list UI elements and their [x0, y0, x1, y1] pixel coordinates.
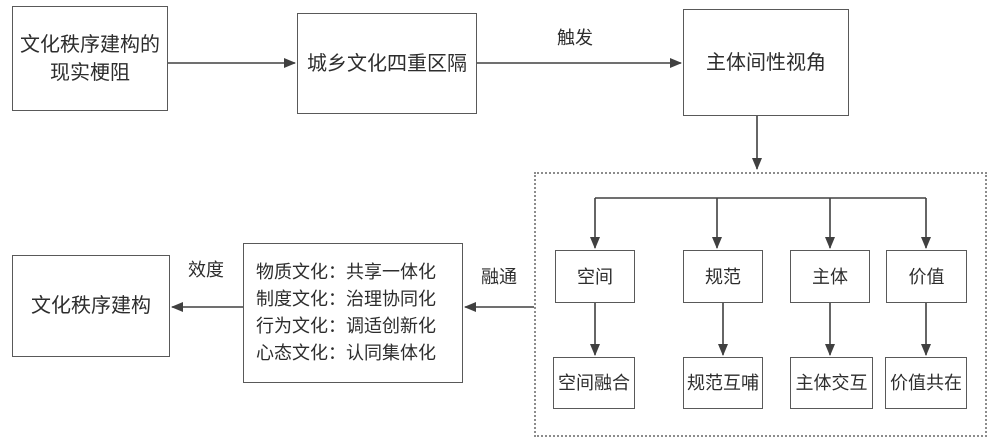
culture-line-institutional: 制度文化：治理协同化 — [256, 289, 436, 309]
node-culture-order-label: 文化秩序建构 — [31, 295, 151, 317]
node-outcome-value-coexistence-label: 价值共在 — [890, 373, 962, 393]
node-outcome-norm-mutual: 规范互哺 — [683, 357, 763, 409]
node-outcome-subject-interaction: 主体交互 — [790, 357, 873, 409]
label-validity: 效度 — [188, 260, 224, 280]
dimension-group-outline — [534, 172, 987, 437]
node-outcome-space-fusion: 空间融合 — [553, 357, 635, 409]
node-culture-order: 文化秩序建构 — [12, 255, 170, 357]
culture-line-material: 物质文化：共享一体化 — [256, 262, 436, 282]
node-dim-subject-label: 主体 — [812, 266, 848, 287]
node-dim-value: 价值 — [886, 250, 967, 303]
node-outcome-space-fusion-label: 空间融合 — [558, 373, 630, 393]
culture-line-mentality: 心态文化：认同集体化 — [256, 343, 436, 363]
label-integration: 融通 — [481, 267, 517, 287]
culture-line-behavioral: 行为文化：调适创新化 — [256, 316, 436, 336]
node-dim-subject: 主体 — [790, 250, 870, 303]
node-culture-transformations: 物质文化：共享一体化 制度文化：治理协同化 行为文化：调适创新化 心态文化：认同… — [243, 243, 463, 383]
node-outcome-norm-mutual-label: 规范互哺 — [687, 373, 759, 393]
node-dim-space: 空间 — [555, 250, 635, 303]
node-four-separations: 城乡文化四重区隔 — [297, 13, 477, 114]
label-trigger: 触发 — [557, 28, 593, 48]
node-outcome-value-coexistence: 价值共在 — [885, 357, 967, 409]
node-dim-norm: 规范 — [683, 250, 763, 303]
node-obstacle-line2: 现实梗阻 — [50, 61, 130, 84]
node-intersubjectivity-label: 主体间性视角 — [706, 51, 826, 74]
node-outcome-subject-interaction-label: 主体交互 — [795, 373, 868, 393]
node-dim-value-label: 价值 — [908, 266, 945, 287]
node-obstacle: 文化秩序建构的 现实梗阻 — [12, 6, 168, 111]
node-intersubjectivity: 主体间性视角 — [683, 9, 849, 116]
node-four-separations-label: 城乡文化四重区隔 — [307, 52, 467, 75]
node-dim-space-label: 空间 — [577, 266, 613, 287]
node-dim-norm-label: 规范 — [705, 266, 741, 287]
node-obstacle-line1: 文化秩序建构的 — [20, 33, 160, 56]
